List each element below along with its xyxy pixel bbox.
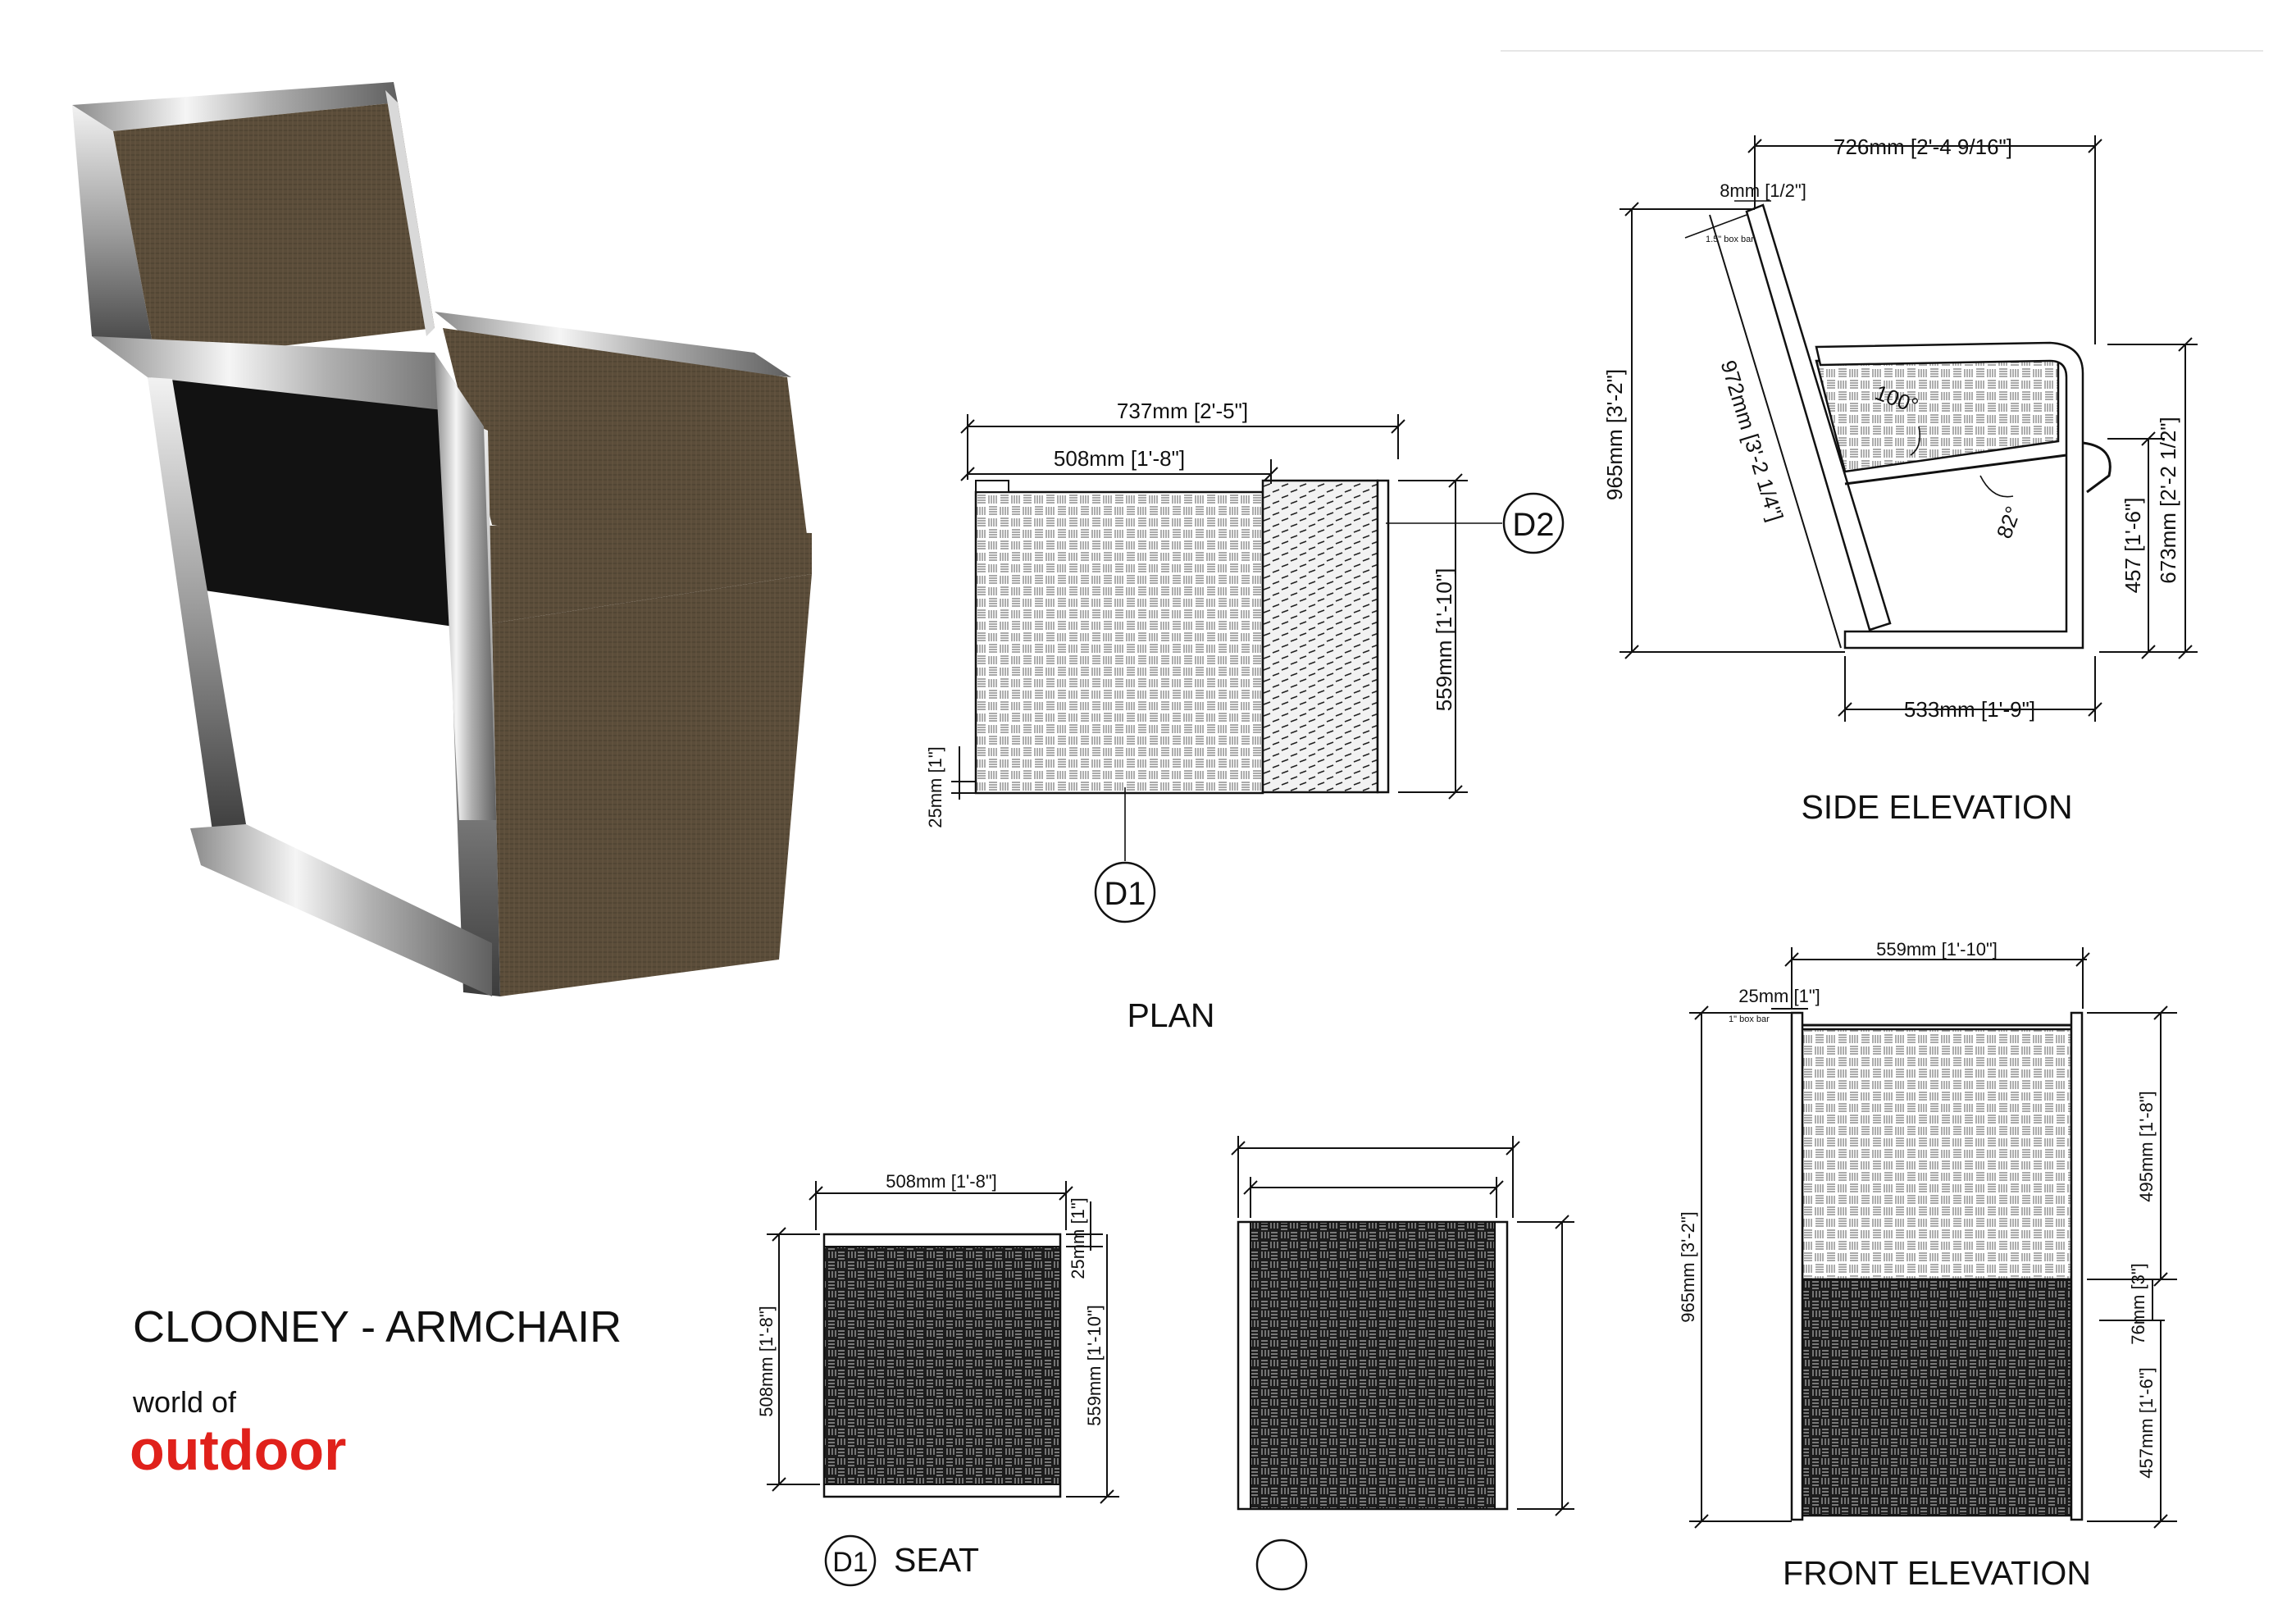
plan-dim-overall-width: 737mm [2'-5"] — [1117, 399, 1248, 423]
plan-title: PLAN — [1127, 996, 1214, 1034]
seat-dim-width: 508mm [1'-8"] — [886, 1171, 997, 1192]
side-back-bar — [1745, 203, 1892, 631]
chair-backrest — [113, 103, 435, 361]
chair-right-arm — [435, 312, 791, 377]
front-note-bar: 1" box bar — [1729, 1014, 1770, 1024]
side-note-bar: 1.5" box bar — [1706, 235, 1754, 244]
front-dim-width: 559mm [1'-10"] — [1876, 939, 1998, 960]
plan-callout-d2-label: D2 — [1512, 507, 1554, 543]
chair-back-frame — [72, 82, 398, 131]
detail-seat: 508mm [1'-8"] 508mm [1'-8"] 25mm [1"] 55… — [756, 1171, 1119, 1587]
side-dim-overall-depth: 726mm [2'-4 9/16"] — [1834, 134, 2012, 159]
chair-right-arm-inner — [443, 328, 812, 574]
front-elevation: 559mm [1'-10"] 25mm [1"] 1" box bar 965m… — [1678, 939, 2177, 1592]
front-back-upper — [1801, 1028, 2073, 1281]
chair-back-frame-left — [72, 105, 156, 361]
chair-base-runner — [190, 824, 492, 996]
side-angle-arc-1 — [1910, 426, 1921, 456]
brand-line1: world of — [132, 1385, 237, 1419]
front-seat-lower — [1801, 1278, 2073, 1517]
plan-backrest — [1261, 479, 1379, 794]
brand-logo: outdoor — [130, 1418, 346, 1482]
plan-dim-depth: 559mm [1'-10"] — [1432, 568, 1456, 712]
side-rear-bump — [2082, 441, 2112, 494]
front-dim-height: 965mm [3'-2"] — [1678, 1211, 1698, 1323]
plan-frame-top — [975, 480, 1009, 493]
side-title: SIDE ELEVATION — [1801, 788, 2072, 826]
chair-back-side — [385, 90, 435, 336]
chair-front-block — [492, 574, 812, 996]
side-dim-arm-height: 673mm [2'-2 1/2"] — [2156, 417, 2180, 584]
front-right-post — [2070, 1011, 2084, 1521]
seat-tag-circle — [824, 1534, 877, 1587]
front-dim-back: 495mm [1'-8"] — [2136, 1091, 2157, 1202]
side-dim-height: 965mm [3'-2"] — [1602, 369, 1627, 500]
plan-frame-bar — [1376, 479, 1390, 794]
sheet-title: CLOONEY - ARMCHAIR — [133, 1302, 622, 1352]
seat-dim-frame: 25mm [1"] — [1068, 1197, 1088, 1279]
front-dim-lower: 457mm [1'-6"] — [2136, 1367, 2157, 1479]
plan-dim-seat-width: 508mm [1'-8"] — [1054, 446, 1185, 471]
seat-dim-overall: 559mm [1'-10"] — [1084, 1305, 1105, 1426]
side-elevation: 100° 82° 726mm [2'-4 9/16"] 8mm [1/2"] 1… — [1602, 134, 2198, 826]
chair-seat — [459, 525, 812, 623]
side-dim-bar: 8mm [1/2"] — [1720, 180, 1806, 201]
chair-render — [72, 82, 812, 996]
chair-arm-end — [435, 353, 496, 820]
detail-backrest — [1231, 1136, 1574, 1591]
back-tag-circle — [1255, 1539, 1308, 1591]
front-dim-frame: 25mm [1"] — [1738, 986, 1820, 1006]
plan-seat — [974, 490, 1264, 795]
side-dim-base: 533mm [1'-9"] — [1904, 697, 2035, 722]
side-seat — [1815, 351, 2060, 473]
seat-tag: D1 — [832, 1547, 868, 1578]
front-title: FRONT ELEVATION — [1783, 1554, 2091, 1592]
side-angle-seat: 82° — [1992, 503, 2026, 541]
side-arm-frame — [1815, 341, 2084, 650]
front-left-post — [1790, 1011, 1804, 1521]
plan-callout-d1 — [1094, 861, 1156, 923]
back-detail-weave — [1250, 1221, 1496, 1510]
seat-detail-weave — [823, 1246, 1061, 1485]
chair-back-leg — [148, 377, 246, 837]
plan-dim-frame: 25mm [1"] — [925, 746, 945, 828]
plan-callout-d2 — [1502, 492, 1565, 554]
plan-view: 737mm [2'-5"] 508mm [1'-8"] 559mm [1'-10… — [925, 399, 1565, 1034]
side-dim-seat-height: 457 [1'-6"] — [2121, 498, 2145, 594]
plan-callout-d1-label: D1 — [1104, 876, 1146, 912]
chair-side-panel — [148, 377, 459, 627]
side-angle-arc-2 — [1979, 475, 2014, 498]
seat-dim-depth: 508mm [1'-8"] — [756, 1306, 777, 1417]
seat-title: SEAT — [894, 1541, 979, 1579]
front-dim-gap: 76mm [3"] — [2128, 1263, 2148, 1345]
